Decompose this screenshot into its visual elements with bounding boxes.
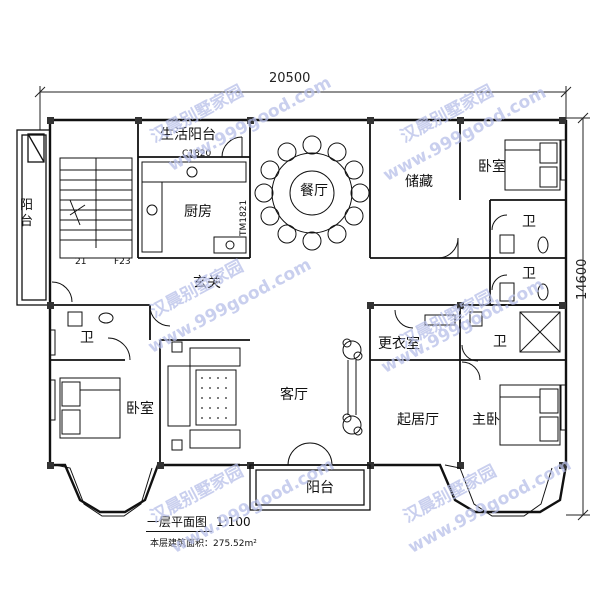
door-tag-tm1821: TM1821	[239, 199, 249, 236]
bathroom-fixtures	[67, 234, 561, 353]
window-tag-c1820: C1820	[182, 149, 212, 159]
room-label-storage: 储藏	[405, 174, 433, 190]
room-label-dressing: 更衣室	[378, 336, 420, 352]
kitchen-counter	[141, 161, 247, 254]
staircase	[59, 157, 133, 259]
room-label-bath-northeast-2: 卫	[522, 266, 536, 282]
room-label-foyer: 玄关	[193, 275, 221, 291]
plan-scale: 1:100	[216, 515, 251, 529]
decorative-plants	[342, 338, 363, 436]
room-label-sitting: 起居厅	[397, 412, 439, 428]
bay-windows	[49, 139, 567, 517]
room-label-bath-master: 卫	[493, 334, 507, 350]
door-swings	[51, 136, 508, 466]
dimension-lines	[34, 86, 590, 521]
room-label-kitchen: 厨房	[184, 204, 212, 220]
room-label-master-bedroom: 主卧	[472, 412, 500, 428]
stair-tag-f23: F23	[114, 257, 131, 267]
sofa-set	[167, 341, 241, 451]
front-balcony-outline	[249, 464, 371, 511]
dining-table	[254, 135, 370, 251]
floor-area-note: 本层建筑面积：275.52m²	[150, 539, 257, 549]
room-label-living: 客厅	[280, 387, 308, 403]
interior-walls	[50, 120, 566, 466]
bed-master	[499, 384, 561, 446]
overall-depth-label: 14600	[575, 258, 590, 300]
room-label-bedroom-northeast: 卧室	[478, 159, 506, 175]
bed-northeast	[504, 139, 561, 191]
room-label-service-balcony: 生活阳台	[160, 127, 216, 143]
room-label-bedroom-west: 卧室	[126, 401, 154, 417]
overall-width-label: 20500	[269, 71, 311, 86]
room-label-bath-west: 卫	[80, 330, 94, 346]
stair-tag-21: 21	[75, 257, 87, 267]
sofa-rug-pattern	[201, 377, 227, 419]
room-label-dining: 餐厅	[300, 183, 328, 199]
room-label-left-balcony: 阳台	[20, 198, 34, 229]
room-label-front-balcony: 阳台	[306, 480, 334, 496]
left-balcony-outline	[16, 129, 51, 306]
plan-title-underline	[146, 531, 212, 532]
bed-west	[59, 377, 121, 439]
room-label-bath-northeast-1: 卫	[522, 214, 536, 230]
plan-title: 一层平面图	[147, 515, 208, 529]
